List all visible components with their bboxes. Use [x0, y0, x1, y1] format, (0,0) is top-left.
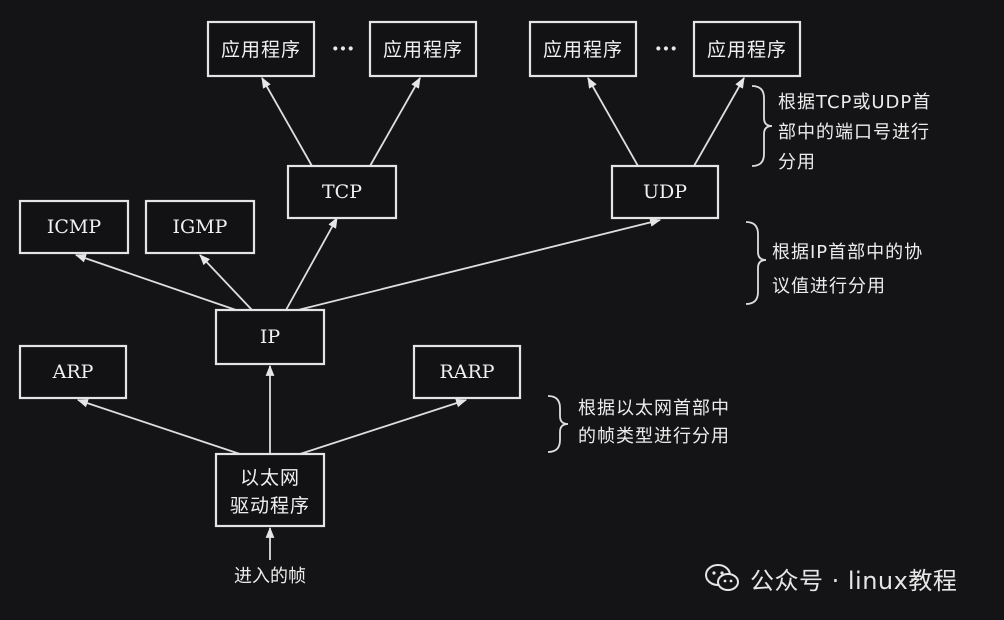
note-ip-demux-line-2: 议值进行分用	[772, 276, 886, 297]
edge-driver-to-rarp	[299, 398, 468, 455]
watermark: 公众号 · linux教程	[704, 558, 957, 598]
node-udp: UDP	[610, 164, 720, 220]
node-app-2: 应用程序	[368, 20, 478, 78]
node-igmp-label: IGMP	[173, 216, 228, 238]
note-port-demux-line-3: 分用	[778, 152, 816, 173]
node-app-2-label: 应用程序	[383, 39, 463, 61]
node-igmp: IGMP	[144, 199, 256, 255]
note-port-demux-line-2: 部中的端口号进行	[778, 122, 930, 143]
edges	[74, 77, 745, 560]
edge-ip-to-icmp	[74, 254, 237, 311]
note-ethernet-demux: 根据以太网首部中 的帧类型进行分用	[578, 398, 730, 447]
edge-ip-to-tcp	[285, 217, 338, 311]
node-ethernet-driver-line-2: 驱动程序	[230, 495, 310, 517]
note-ip-demux-line-1: 根据IP首部中的协	[772, 242, 923, 263]
node-rarp: RARP	[412, 344, 522, 400]
node-app-4: 应用程序	[692, 20, 802, 78]
note-port-demux-line-1: 根据TCP或UDP首	[778, 92, 931, 113]
node-app-3-label: 应用程序	[543, 39, 623, 61]
note-ethernet-demux-line-2: 的帧类型进行分用	[578, 426, 730, 447]
node-icmp: ICMP	[18, 199, 130, 255]
incoming-frame-label: 进入的帧	[234, 566, 306, 587]
node-icmp-label: ICMP	[47, 216, 101, 238]
ellipsis-tcp-apps: ···	[332, 36, 355, 62]
note-port-demux: 根据TCP或UDP首 部中的端口号进行 分用	[778, 92, 931, 173]
node-app-1-label: 应用程序	[221, 39, 301, 61]
node-arp-label: ARP	[52, 361, 94, 383]
edge-tcp-to-app1	[261, 77, 313, 167]
node-ip-label: IP	[260, 326, 281, 348]
node-arp: ARP	[18, 344, 128, 400]
note-ethernet-demux-line-1: 根据以太网首部中	[578, 398, 730, 419]
edge-tcp-to-app2	[369, 77, 421, 167]
edge-ip-to-udp	[297, 218, 662, 311]
node-ethernet-driver: 以太网 驱动程序	[214, 452, 326, 528]
node-ip: IP	[214, 308, 326, 366]
note-ip-demux: 根据IP首部中的协 议值进行分用	[772, 242, 923, 297]
node-app-4-label: 应用程序	[707, 39, 787, 61]
brace-ethernet-demux	[547, 395, 569, 453]
node-ethernet-driver-line-1: 以太网	[240, 467, 300, 489]
edge-ip-to-igmp	[199, 254, 253, 311]
node-tcp-label: TCP	[322, 181, 362, 203]
edge-driver-to-arp	[76, 398, 241, 455]
brace-port-demux	[751, 85, 773, 167]
node-app-3: 应用程序	[528, 20, 638, 78]
wechat-icon	[705, 564, 739, 591]
watermark-text: 公众号 · linux教程	[750, 566, 958, 595]
node-udp-label: UDP	[643, 181, 687, 203]
node-rarp-label: RARP	[439, 361, 494, 383]
edge-udp-to-app3	[587, 77, 639, 167]
brace-ip-demux	[745, 221, 767, 305]
node-tcp: TCP	[286, 164, 398, 220]
ellipsis-udp-apps: ···	[655, 36, 678, 62]
edge-udp-to-app4	[693, 77, 745, 167]
node-app-1: 应用程序	[206, 20, 316, 78]
